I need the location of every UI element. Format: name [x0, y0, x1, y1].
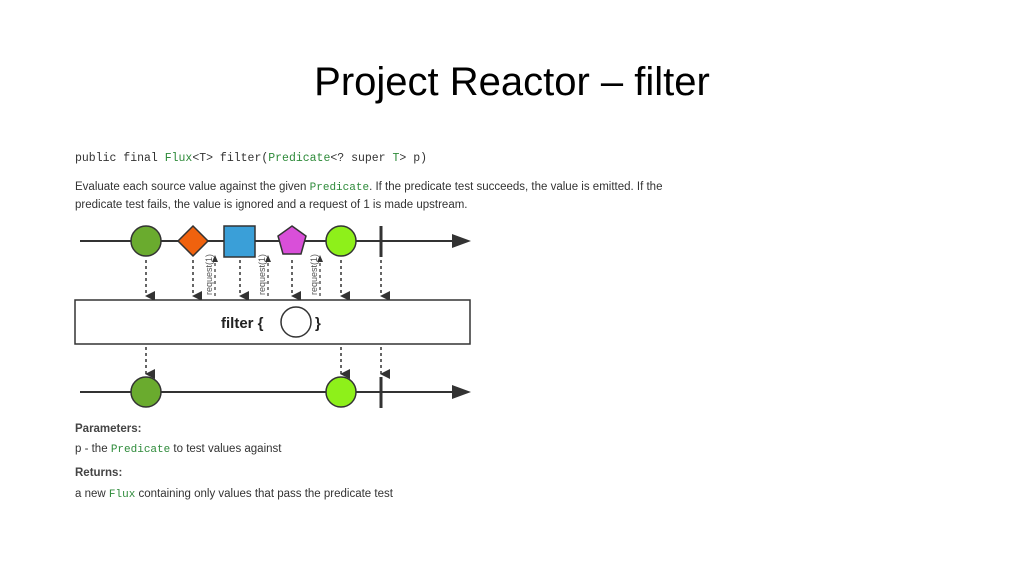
- signature-type-flux: Flux: [164, 152, 193, 165]
- source-marble-blue-square: [223, 225, 256, 258]
- signature-type-predicate: Predicate: [268, 152, 331, 165]
- source-marble-orange-diamond: [176, 224, 210, 258]
- description-part2: . If the predicate test succeeds, the va…: [75, 181, 663, 211]
- returns-heading: Returns:: [75, 467, 123, 479]
- signature-mid: <T> filter(: [192, 152, 269, 165]
- parameters-heading: Parameters:: [75, 423, 142, 435]
- request-arrowhead-1: [212, 255, 218, 262]
- method-signature: public final Flux<T> filter(Predicate<? …: [75, 152, 427, 165]
- signature-mid2: <? super: [330, 152, 393, 165]
- result-marble-lime-circle: [325, 376, 357, 408]
- parameters-rest: to test values against: [170, 443, 282, 455]
- source-marble-lime-circle: [325, 225, 357, 257]
- parameters-code: Predicate: [110, 444, 171, 456]
- signature-suffix: > p): [399, 152, 428, 165]
- result-timeline-arrowhead: [452, 385, 471, 399]
- method-description: Evaluate each source value against the g…: [75, 179, 675, 214]
- request-arrowhead-3: [317, 255, 323, 262]
- parameters-name: p - the: [75, 443, 111, 455]
- request-label-3: request(1): [309, 254, 319, 295]
- returns-code: Flux: [108, 489, 136, 501]
- operator-box: [74, 299, 471, 345]
- signature-type-t: T: [392, 152, 400, 165]
- result-marble-green-circle: [130, 376, 162, 408]
- parameters-text: p - the Predicate to test values against: [75, 443, 281, 456]
- source-timeline-arrowhead: [452, 234, 471, 248]
- operator-label: filter {: [221, 315, 264, 332]
- request-arrowhead-2: [265, 255, 271, 262]
- returns-rest: containing only values that pass the pre…: [135, 488, 393, 500]
- signature-prefix: public final: [75, 152, 165, 165]
- description-part1: Evaluate each source value against the g…: [75, 181, 310, 193]
- request-label-2: request(1): [257, 254, 267, 295]
- returns-text: a new Flux containing only values that p…: [75, 488, 393, 501]
- returns-prefix: a new: [75, 488, 109, 500]
- description-code: Predicate: [309, 182, 370, 194]
- operator-predicate-circle: [280, 306, 312, 338]
- source-marble-magenta-pentagon: [277, 225, 307, 255]
- source-marble-green-circle: [130, 225, 162, 257]
- request-label-1: request(1): [204, 254, 214, 295]
- operator-close-brace: }: [315, 315, 321, 332]
- slide-title: Project Reactor – filter: [314, 60, 710, 104]
